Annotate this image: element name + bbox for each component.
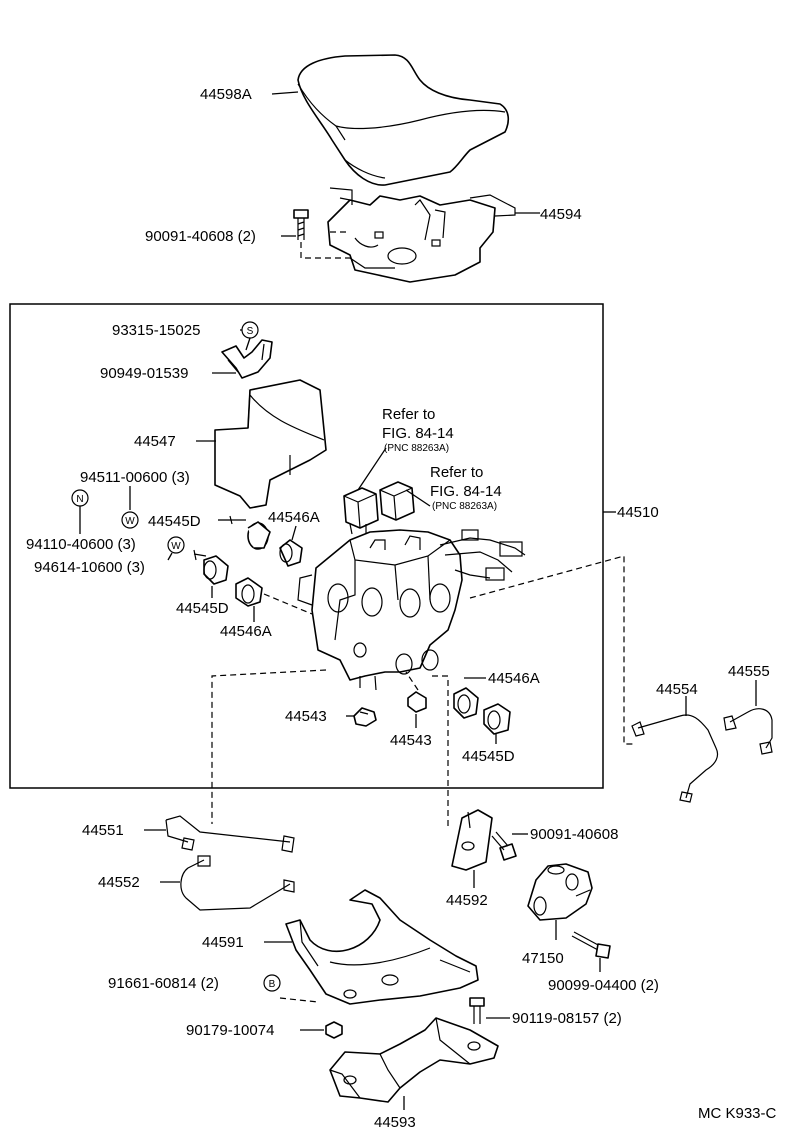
- bracket-44592-drawing: [451, 809, 493, 871]
- symbol-S: S: [241, 321, 259, 339]
- bolt-90099-drawing: [571, 931, 611, 959]
- label-refer-1-line-2: FIG. 84-14: [382, 425, 454, 442]
- bracket-44593-drawing: [329, 1017, 499, 1103]
- label-44543-b: 44543: [390, 732, 432, 749]
- label-44598A: 44598A: [200, 86, 252, 103]
- bushing-44546A-b: [235, 577, 263, 607]
- svg-text:W: W: [125, 516, 135, 527]
- label-44543-a: 44543: [285, 708, 327, 725]
- symbol-B: B: [263, 974, 281, 992]
- bolt-90119-drawing: [469, 997, 485, 1024]
- label-44546A-c: 44546A: [488, 670, 540, 687]
- label-refer-2-line-2: FIG. 84-14: [430, 483, 502, 500]
- label-44593: 44593: [374, 1114, 416, 1131]
- label-44592: 44592: [446, 892, 488, 909]
- label-47150: 47150: [522, 950, 564, 967]
- label-44545D-c: 44545D: [462, 748, 515, 765]
- svg-text:S: S: [247, 326, 254, 337]
- label-90179-10074: 90179-10074: [186, 1022, 274, 1039]
- label-94511-00600: 94511-00600 (3): [80, 469, 190, 486]
- relay-1-drawing: [343, 487, 379, 535]
- label-44555: 44555: [728, 663, 770, 680]
- pipe-44555-drawing: [723, 708, 773, 755]
- label-44545D-a: 44545D: [148, 513, 201, 530]
- bushing-44545D-c: [483, 703, 511, 735]
- cover-44547-drawing: [214, 379, 327, 509]
- label-refer-1-line-1: Refer to: [382, 406, 435, 423]
- pipe-44554-drawing: [631, 714, 719, 803]
- clip-90949-drawing: [221, 339, 273, 379]
- label-90949-01539: 90949-01539: [100, 365, 188, 382]
- bushing-44546A-a: [279, 539, 303, 567]
- bracket-44591-drawing: [285, 889, 479, 1005]
- label-90099-04400: 90099-04400 (2): [548, 977, 659, 994]
- label-44551: 44551: [82, 822, 124, 839]
- label-90091-40608: 90091-40608: [530, 826, 618, 843]
- valve-47150-drawing: [527, 863, 593, 921]
- nut-90179-drawing: [325, 1021, 343, 1039]
- symbol-N: N: [71, 489, 89, 507]
- nut-44543-b: [407, 691, 427, 713]
- assembly-box-44510: [9, 303, 604, 789]
- bolt-90091-2-drawing: [293, 209, 309, 240]
- bushing-44546A-c: [453, 687, 479, 719]
- svg-text:N: N: [76, 494, 83, 505]
- label-44594: 44594: [540, 206, 582, 223]
- label-44591: 44591: [202, 934, 244, 951]
- label-refer-2-line-3: (PNC 88263A): [432, 501, 497, 512]
- svg-text:W: W: [171, 541, 181, 552]
- pipe-44552-drawing: [180, 855, 295, 911]
- label-44552: 44552: [98, 874, 140, 891]
- symbol-W-1: W: [121, 511, 139, 529]
- label-refer-1-line-3: (PNC 88263A): [384, 443, 449, 454]
- relay-2-drawing: [379, 481, 415, 521]
- label-94110-40600: 94110-40600 (3): [26, 536, 136, 553]
- bolt-90091-40608-drawing: [491, 831, 517, 861]
- label-44546A-a: 44546A: [268, 509, 320, 526]
- bushing-44545D-a: [229, 515, 271, 550]
- actuator-unit-drawing: [297, 529, 526, 691]
- label-93315-15025: 93315-15025: [112, 322, 200, 339]
- label-44545D-b: 44545D: [176, 600, 229, 617]
- label-90091-40608-2: 90091-40608 (2): [145, 228, 256, 245]
- label-44510: 44510: [617, 504, 659, 521]
- symbol-W-2: W: [167, 536, 185, 554]
- diagram-reference-code: MC K933-C: [698, 1105, 777, 1122]
- bushing-44545D-b: [193, 549, 229, 585]
- label-refer-2-line-1: Refer to: [430, 464, 483, 481]
- pipe-44551-drawing: [165, 815, 295, 853]
- cover-44598A-drawing: [297, 54, 510, 186]
- label-44547: 44547: [134, 433, 176, 450]
- label-44546A-b: 44546A: [220, 623, 272, 640]
- nut-44543-a: [353, 707, 377, 727]
- label-91661-60814: 91661-60814 (2): [108, 975, 219, 992]
- bracket-44594-drawing: [327, 187, 516, 283]
- label-90119-08157: 90119-08157 (2): [512, 1010, 622, 1027]
- label-94614-10600: 94614-10600 (3): [34, 559, 145, 576]
- svg-text:B: B: [269, 979, 276, 990]
- label-44554: 44554: [656, 681, 698, 698]
